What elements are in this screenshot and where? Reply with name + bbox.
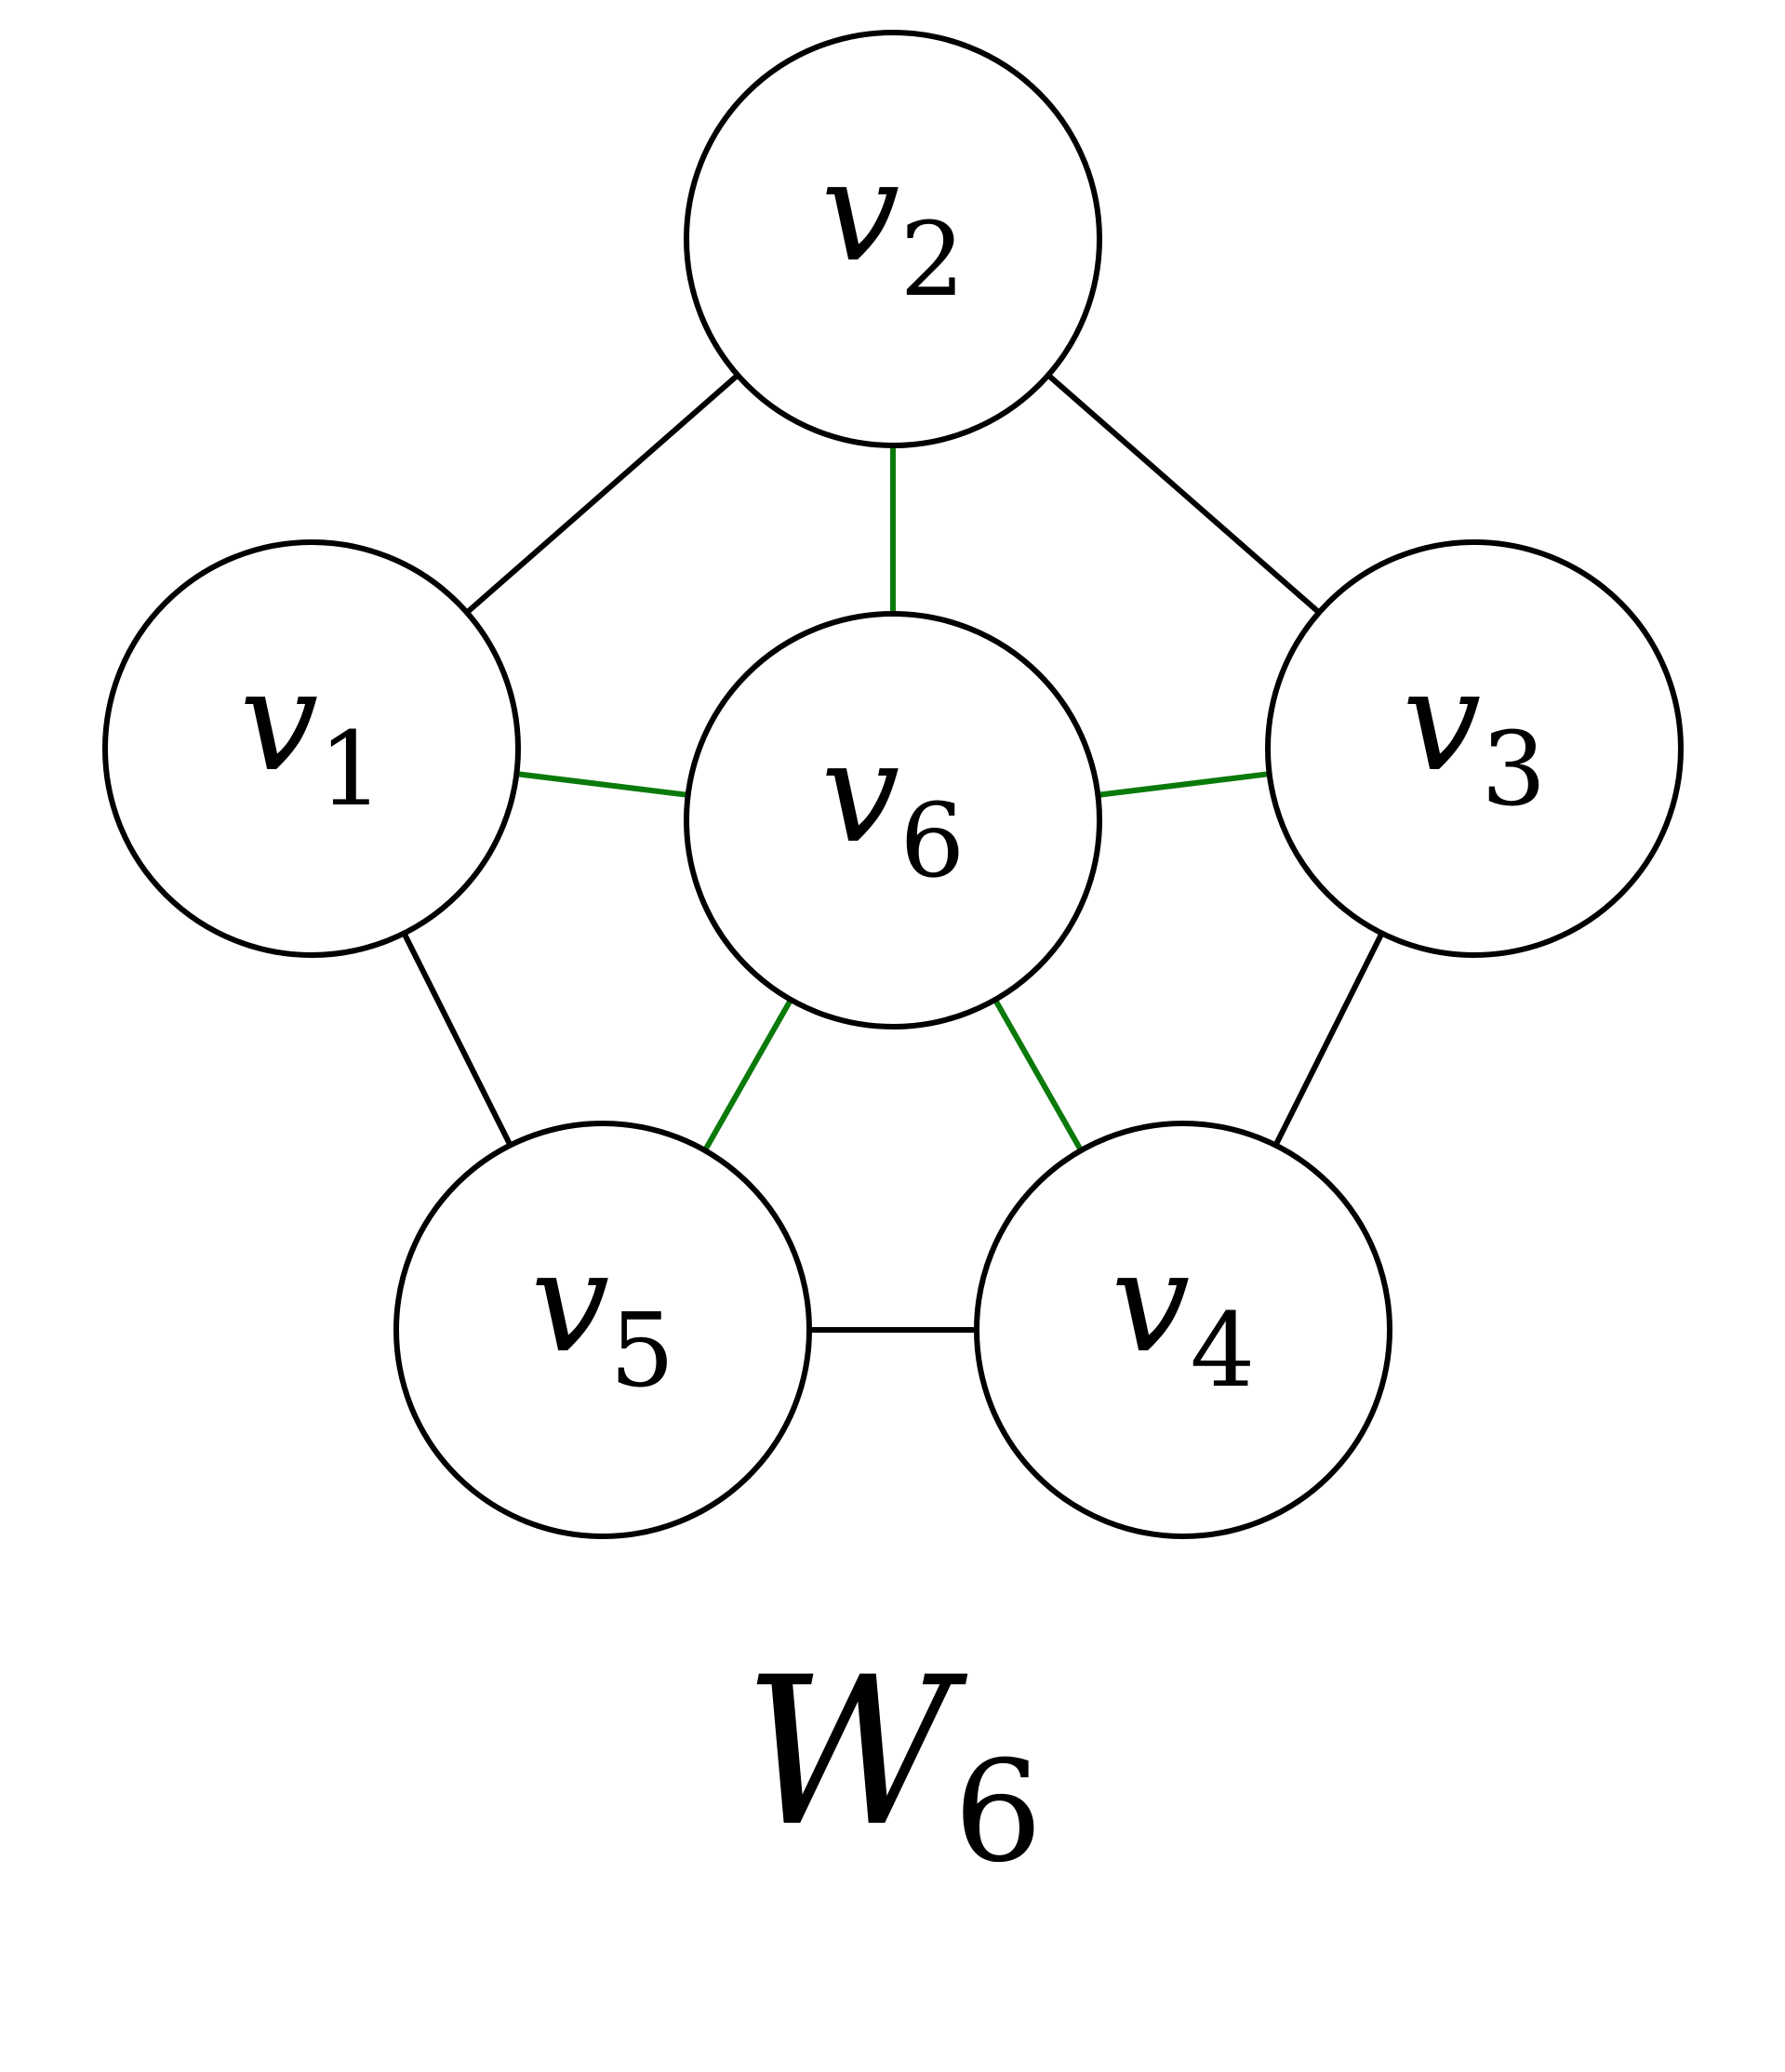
node-label-v6: v6 — [821, 712, 966, 900]
node-label-main-v6: v — [821, 712, 900, 874]
node-label-v2: v2 — [821, 131, 966, 319]
graph-caption-subscript: 6 — [953, 1732, 1042, 1893]
node-v5: v5 — [393, 1121, 812, 1539]
node-label-v1: v1 — [240, 641, 384, 829]
node-label-v5: v5 — [531, 1222, 675, 1410]
node-label-main-v4: v — [1112, 1222, 1191, 1384]
node-label-main-v1: v — [240, 641, 319, 803]
node-circle-v6 — [684, 611, 1102, 1029]
node-label-main-v5: v — [531, 1222, 610, 1384]
node-label-subscript-v4: 4 — [1190, 1291, 1255, 1410]
node-label-main-v3: v — [1403, 641, 1482, 803]
node-v3: v3 — [1265, 539, 1684, 958]
node-v4: v4 — [974, 1121, 1392, 1539]
node-label-subscript-v2: 2 — [899, 200, 965, 319]
node-label-v4: v4 — [1112, 1222, 1256, 1410]
graph-caption-main: W — [743, 1633, 968, 1871]
node-v1: v1 — [102, 539, 521, 958]
node-label-subscript-v5: 5 — [609, 1291, 674, 1410]
node-circle-v2 — [684, 30, 1102, 448]
graph-caption: W6 — [743, 1633, 1043, 1893]
node-v6: v6 — [684, 611, 1102, 1029]
node-label-main-v2: v — [821, 131, 900, 293]
node-label-v3: v3 — [1403, 641, 1547, 829]
node-v2: v2 — [684, 30, 1102, 448]
node-circle-v1 — [102, 539, 521, 958]
node-label-subscript-v6: 6 — [899, 781, 965, 900]
node-circle-v5 — [393, 1121, 812, 1539]
node-label-subscript-v3: 3 — [1481, 710, 1546, 829]
node-label-subscript-v1: 1 — [318, 710, 383, 829]
node-circle-v3 — [1265, 539, 1684, 958]
node-circle-v4 — [974, 1121, 1392, 1539]
